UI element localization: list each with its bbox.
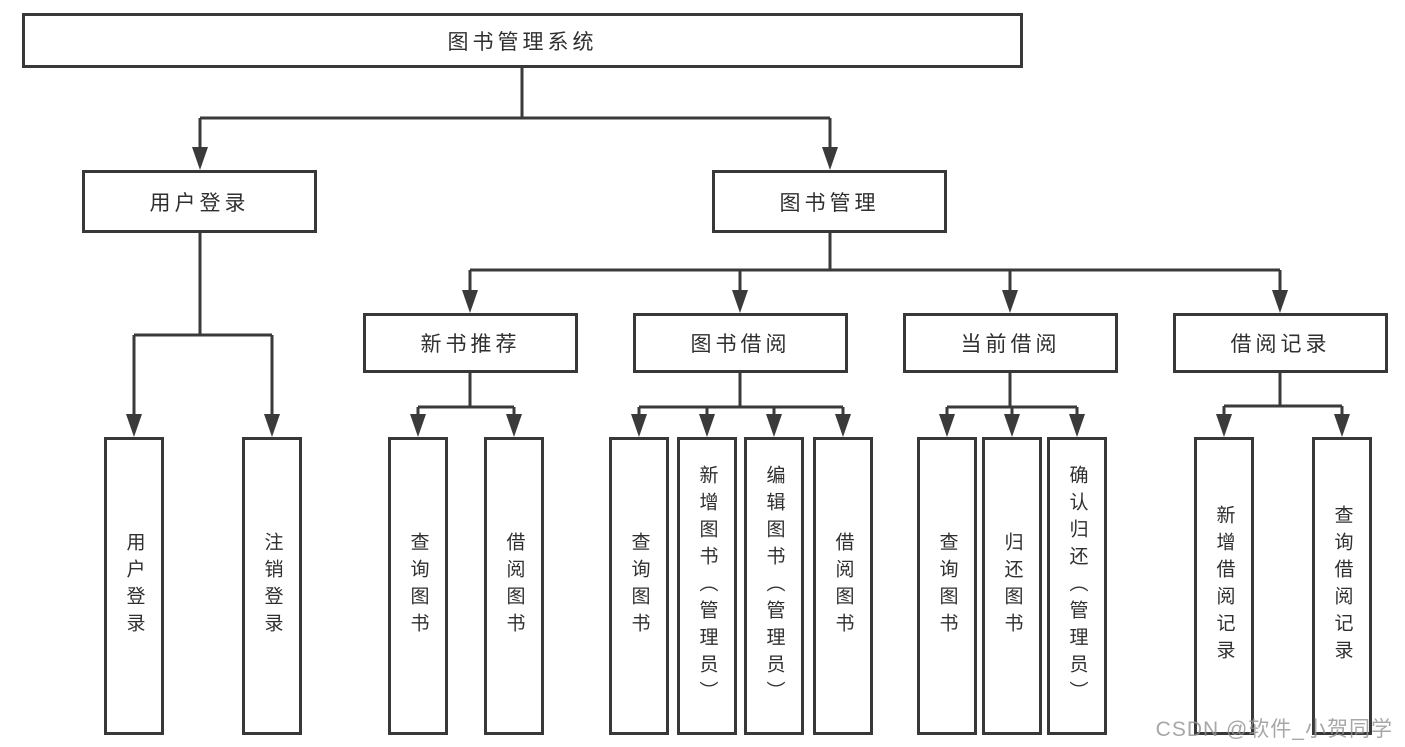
node-label: 借阅记录 xyxy=(1230,333,1331,356)
node-label: 查询图书 xyxy=(936,532,958,640)
leaf-add-borrow-record: 新增借阅记录 xyxy=(1194,437,1254,735)
connector-book-mgmt-to-level3 xyxy=(468,233,1282,292)
csdn-watermark: CSDN @软件_小贺同学 xyxy=(1155,718,1393,741)
node-label: 确认归还（管理员） xyxy=(1066,464,1088,708)
node-label: 用户登录 xyxy=(123,532,145,640)
connector-book-borrow-group xyxy=(637,373,845,416)
connector-new-book-rec-group xyxy=(416,373,516,416)
leaf-query-books-recommend: 查询图书 xyxy=(388,437,448,735)
node-label: 新书推荐 xyxy=(420,333,521,356)
node-label: 归还图书 xyxy=(1001,532,1023,640)
connector-current-borrow-group xyxy=(945,373,1079,416)
node-label: 图书管理 xyxy=(779,191,880,215)
node-label: 借阅图书 xyxy=(503,532,525,640)
leaf-confirm-return-admin: 确认归还（管理员） xyxy=(1047,437,1107,735)
node-label: 查询图书 xyxy=(628,532,650,640)
leaf-logout: 注销登录 xyxy=(242,437,302,735)
node-label: 图书管理系统 xyxy=(447,30,598,54)
connector-root-to-level2 xyxy=(198,68,832,149)
node-label: 查询图书 xyxy=(407,532,429,640)
node-label: 注销登录 xyxy=(261,532,283,640)
connector-borrow-records-group xyxy=(1222,373,1344,416)
node-label: 查询借阅记录 xyxy=(1331,505,1353,667)
leaf-borrow-books-recommend: 借阅图书 xyxy=(484,437,544,735)
leaf-edit-books-admin: 编辑图书（管理员） xyxy=(744,437,804,735)
node-book-management: 图书管理 xyxy=(712,170,947,233)
leaf-query-books-current: 查询图书 xyxy=(917,437,977,735)
node-label: 新增图书（管理员） xyxy=(696,464,718,708)
node-label: 图书借阅 xyxy=(690,333,791,356)
node-user-login: 用户登录 xyxy=(82,170,317,233)
node-label: 编辑图书（管理员） xyxy=(763,464,785,708)
node-label: 新增借阅记录 xyxy=(1213,505,1235,667)
node-book-borrowing: 图书借阅 xyxy=(633,313,848,373)
node-new-book-recommend: 新书推荐 xyxy=(363,313,578,373)
node-label: 用户登录 xyxy=(149,191,250,215)
leaf-add-books-admin: 新增图书（管理员） xyxy=(677,437,737,735)
leaf-query-books-borrowing: 查询图书 xyxy=(609,437,669,735)
leaf-return-books: 归还图书 xyxy=(982,437,1042,735)
leaf-borrow-books-borrowing: 借阅图书 xyxy=(813,437,873,735)
node-current-borrowing: 当前借阅 xyxy=(903,313,1118,373)
node-borrowing-records: 借阅记录 xyxy=(1173,313,1388,373)
leaf-query-borrow-record: 查询借阅记录 xyxy=(1312,437,1372,735)
node-library-management-system: 图书管理系统 xyxy=(22,13,1023,68)
node-label: 当前借阅 xyxy=(960,333,1061,356)
leaf-user-login: 用户登录 xyxy=(104,437,164,735)
node-label: 借阅图书 xyxy=(832,532,854,640)
connector-user-login-group xyxy=(132,233,274,416)
